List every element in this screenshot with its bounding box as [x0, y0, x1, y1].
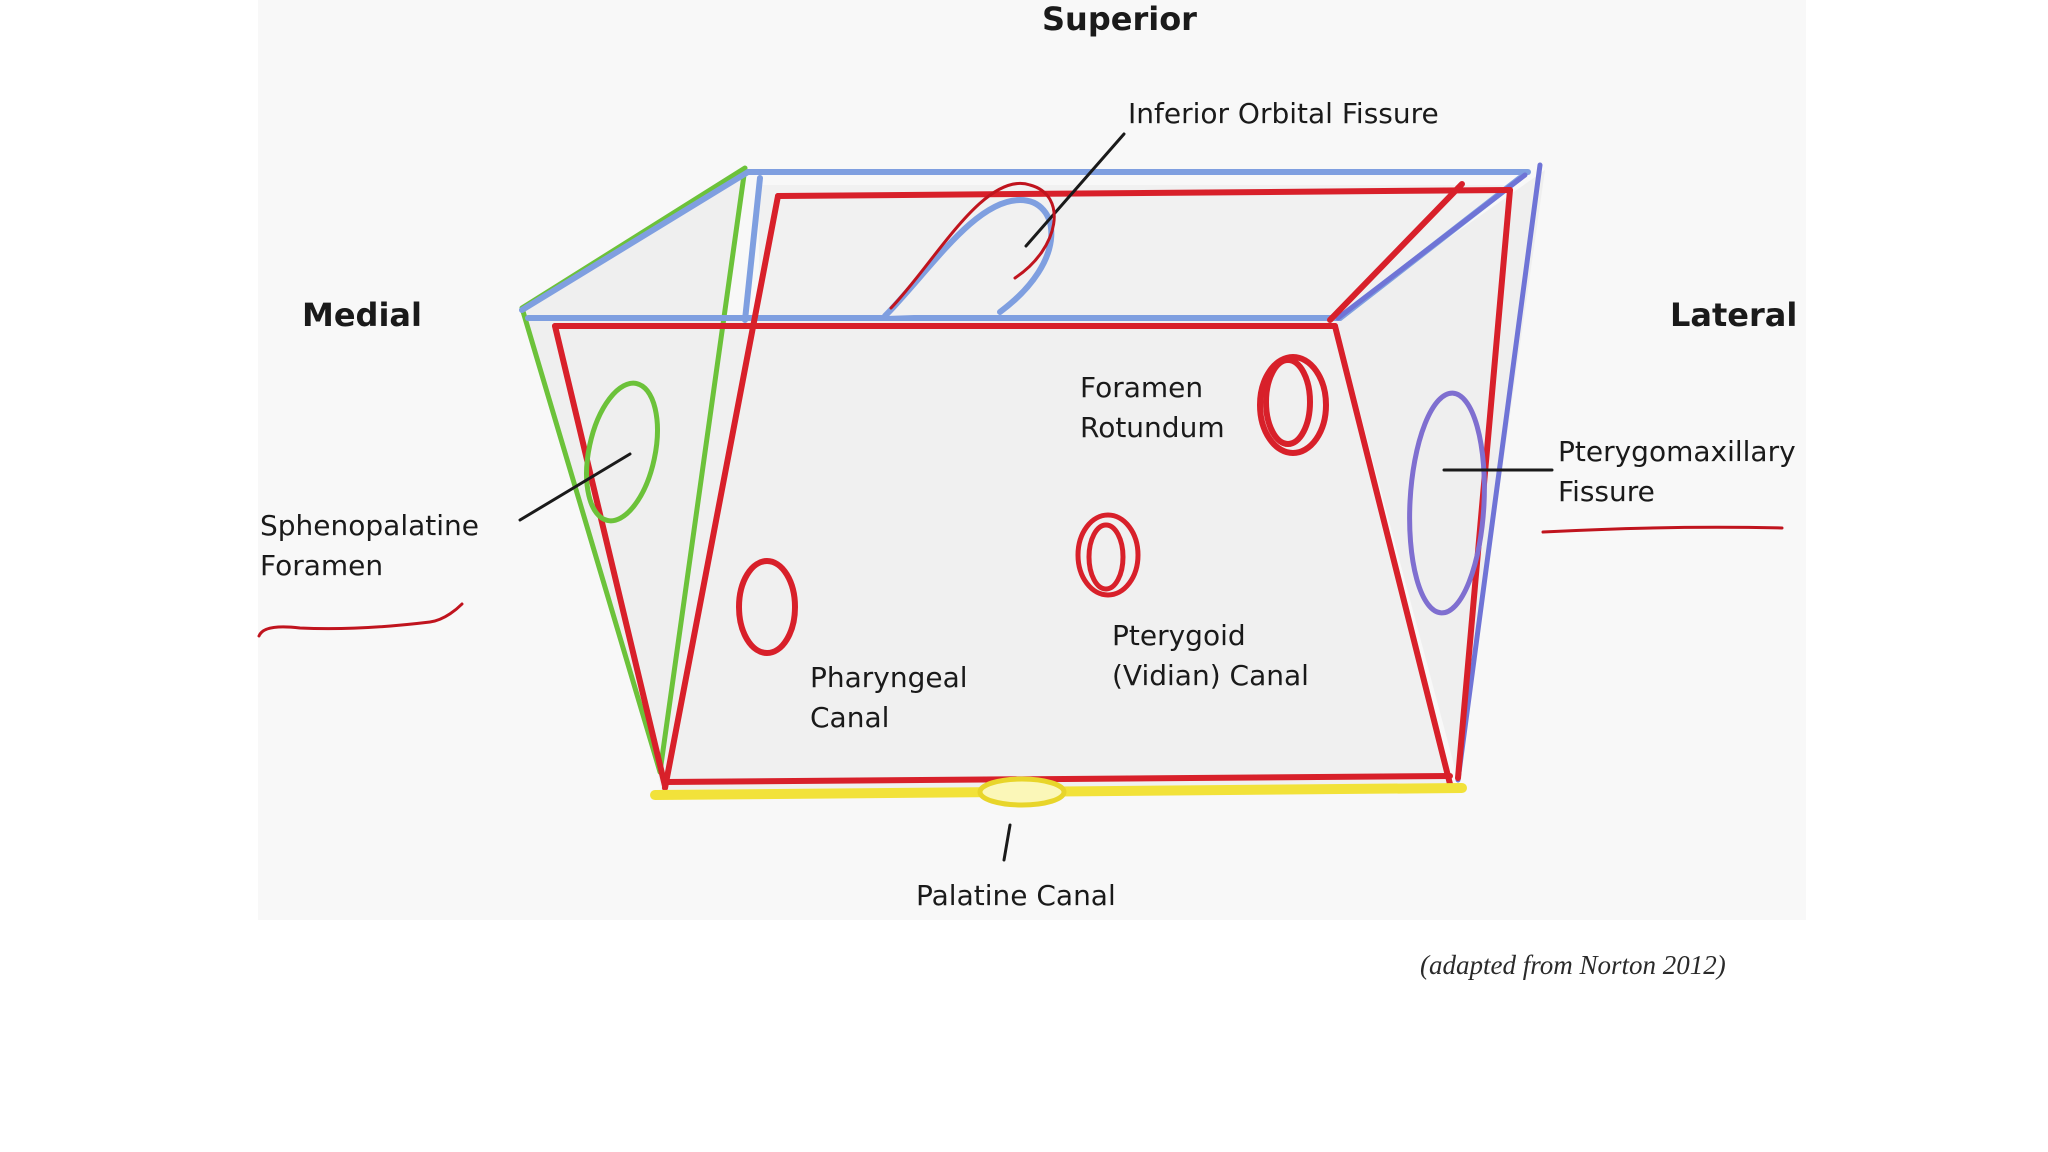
foramen-rotundum-opening: [1257, 354, 1329, 456]
inferior-orbital-fissure-shape: [882, 196, 1055, 319]
label-inferior-orbital-fissure: Inferior Orbital Fissure: [1128, 97, 1439, 130]
lateral-wall-fill: [1335, 170, 1545, 780]
citation: (adapted from Norton 2012): [1420, 950, 1726, 980]
label-sphenopalatine-foramen: Sphenopalatine Foramen: [260, 506, 479, 586]
leader-lines: [518, 132, 1554, 862]
label-medial: Medial: [302, 296, 422, 334]
label-pterygoid-canal-line1: Pterygoid: [1112, 619, 1246, 652]
medial-wall-outline: [519, 165, 748, 775]
annotation-underline-pterygomaxillary: [1541, 525, 1784, 534]
lateral-wall-outline: [1335, 162, 1543, 783]
label-pharyngeal-canal-line1: Pharyngeal: [810, 661, 968, 694]
annotation-ink: [257, 181, 1784, 638]
label-palatine-canal: Palatine Canal: [916, 879, 1116, 912]
label-foramen-rotundum-line2: Rotundum: [1080, 411, 1225, 444]
label-pterygomaxillary-fissure-line1: Pterygomaxillary: [1558, 435, 1796, 468]
label-pharyngeal-canal-line2: Canal: [810, 701, 890, 734]
label-pterygomaxillary-fissure: Pterygomaxillary Fissure: [1558, 432, 1796, 512]
label-foramen-rotundum-line1: Foramen: [1080, 371, 1204, 404]
label-foramen-rotundum: Foramen Rotundum: [1080, 368, 1225, 448]
label-pterygoid-canal-line2: (Vidian) Canal: [1112, 659, 1309, 692]
leader-palatine-canal: [1002, 823, 1012, 862]
label-sphenopalatine-foramen-line2: Foramen: [260, 549, 384, 582]
label-sphenopalatine-foramen-line1: Sphenopalatine: [260, 509, 479, 542]
leader-sphenopalatine-foramen: [518, 452, 632, 522]
palatine-canal-opening: [977, 776, 1067, 808]
annotation-arc: [889, 181, 1056, 310]
label-pterygoid-canal: Pterygoid (Vidian) Canal: [1112, 616, 1309, 696]
pharyngeal-canal-opening: [736, 558, 798, 656]
pterygoid-canal-opening: [1075, 512, 1141, 598]
pterygomaxillary-fissure-opening: [1407, 390, 1487, 616]
fossa-front-fill: [555, 318, 1450, 792]
sphenopalatine-foramen-opening: [584, 380, 660, 524]
label-superior: Superior: [1042, 0, 1197, 38]
annotation-underline-sphenopalatine: [257, 602, 464, 638]
label-lateral: Lateral: [1670, 296, 1798, 334]
leader-inferior-orbital-fissure: [1024, 132, 1126, 248]
label-pharyngeal-canal: Pharyngeal Canal: [810, 658, 968, 738]
fossa-red-outline: [552, 181, 1513, 791]
label-pterygomaxillary-fissure-line2: Fissure: [1558, 475, 1655, 508]
